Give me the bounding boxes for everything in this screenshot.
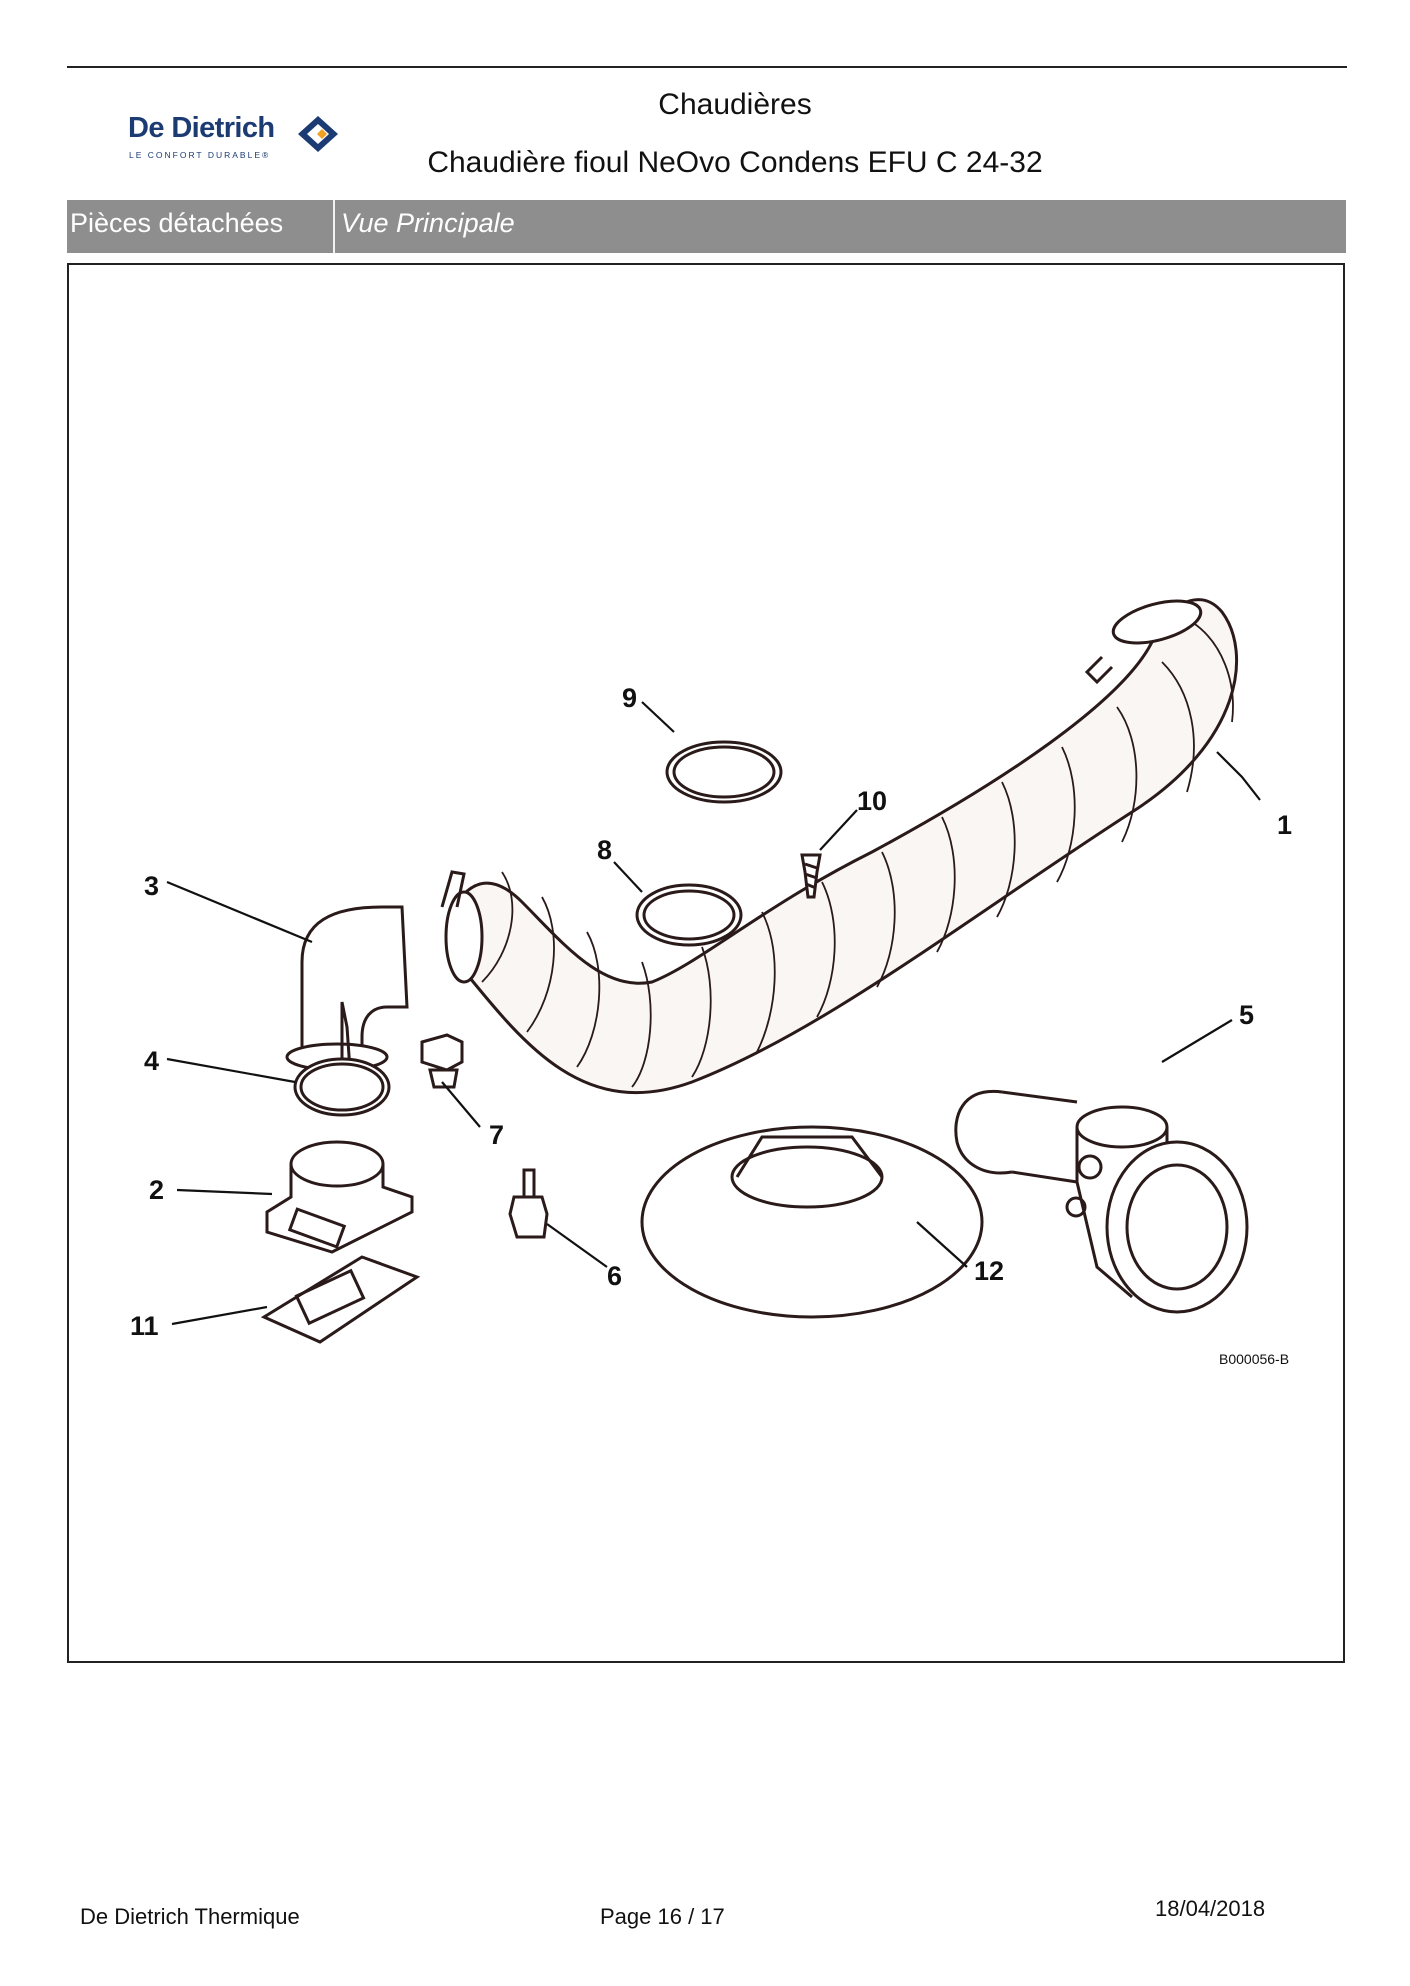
category-title: Chaudières	[658, 88, 812, 121]
callout-12: 12	[974, 1256, 1004, 1286]
callout-9: 9	[622, 683, 637, 713]
callout-1: 1	[1277, 810, 1292, 840]
callout-3: 3	[144, 871, 159, 901]
top-rule	[67, 66, 1347, 68]
footer-page-number: Page 16 / 17	[600, 1904, 725, 1929]
callout-11: 11	[130, 1311, 159, 1341]
callout-6: 6	[607, 1261, 622, 1291]
callout-2: 2	[149, 1175, 164, 1205]
flex-hose	[455, 598, 1239, 1095]
brand-tagline: LE CONFORT DURABLE®	[129, 150, 271, 160]
footer-date: 18/04/2018	[1155, 1896, 1266, 1921]
diamond-logo-icon	[298, 116, 338, 152]
brand-logo: De Dietrich LE CONFORT DURABLE®	[128, 110, 348, 170]
callout-5: 5	[1239, 1000, 1254, 1030]
brand-name: De Dietrich	[128, 112, 275, 144]
section-label-view: Vue Principale	[341, 208, 515, 238]
section-bar: Pièces détachées Vue Principale	[67, 200, 1346, 253]
callout-10: 10	[857, 786, 887, 816]
section-label-parts: Pièces détachées	[67, 200, 335, 253]
elbow-part	[300, 905, 409, 1059]
exploded-parts-diagram: 1 2 3 4 5 6 7 8 9 10 11 12 B000056-B	[130, 598, 1292, 1367]
diagram-frame: 1 2 3 4 5 6 7 8 9 10 11 12 B000056-B	[67, 263, 1345, 1663]
callout-4: 4	[144, 1046, 159, 1076]
callout-7: 7	[489, 1120, 504, 1150]
product-title: Chaudière fioul NeOvo Condens EFU C 24-3…	[427, 146, 1043, 179]
footer-company: De Dietrich Thermique	[80, 1904, 300, 1929]
drawing-reference: B000056-B	[1219, 1351, 1289, 1367]
callout-8: 8	[597, 835, 612, 865]
